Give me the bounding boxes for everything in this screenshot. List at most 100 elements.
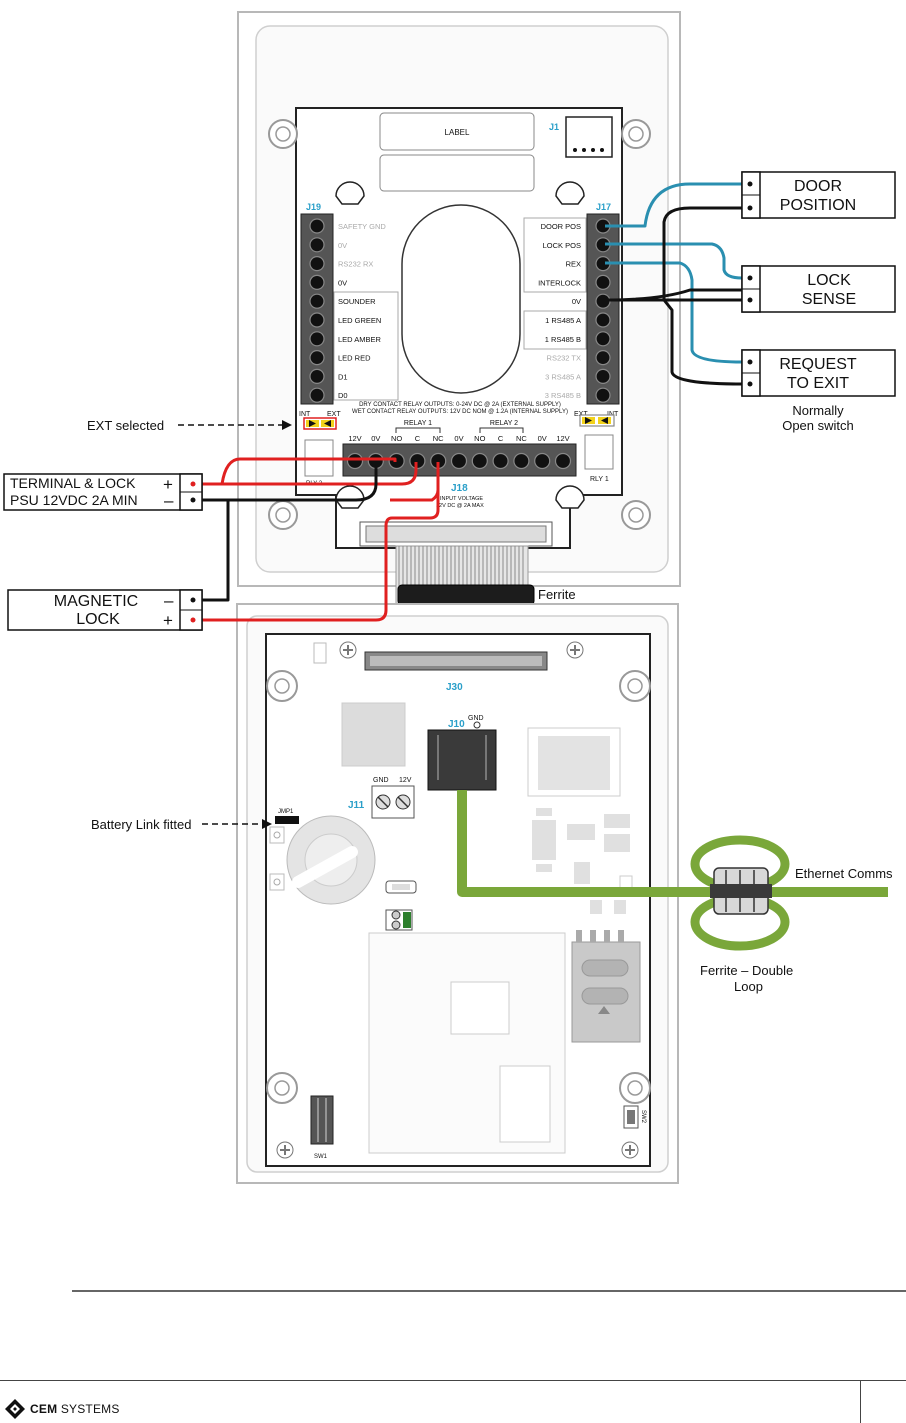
relay-note-wet: WET CONTACT RELAY OUTPUTS: 12V DC NOM @ … (352, 409, 568, 415)
ferrite-loop-line2: Loop (734, 979, 763, 994)
j19-terminal (309, 237, 325, 253)
footer-rule (0, 1380, 906, 1381)
jumper-ext-left: EXT (327, 411, 341, 418)
sw1-label: SW1 (314, 1154, 328, 1160)
j17-pin-label: 1 RS485 B (545, 335, 581, 344)
j18-pin-label: 12V (348, 434, 361, 443)
j1-label: J1 (549, 122, 559, 132)
field-wiring (193, 182, 743, 622)
j19-terminal (309, 256, 325, 272)
j19-pins: SAFETY GND 0V RS232 RX 0V SOUNDER LED GREEN LE… (309, 218, 386, 403)
j18-label: J18 (451, 483, 468, 494)
ribbon-ferrite (397, 584, 535, 606)
ext-jumper-left (303, 417, 337, 430)
ext-selected-text: EXT selected (87, 418, 164, 433)
j19-terminal (309, 331, 325, 347)
j19-pin-label: D1 (338, 372, 348, 381)
j18-terminal (450, 452, 468, 470)
cem-logo-icon (5, 1399, 25, 1419)
j19-pin-label: D0 (338, 391, 348, 400)
j17-terminal (595, 350, 611, 366)
door-position-line1: DOOR (794, 178, 842, 195)
brand-rest: SYSTEMS (57, 1402, 120, 1416)
rte-line1: REQUEST (779, 356, 857, 373)
j18-terminal (388, 452, 405, 470)
ethernet-cable: Ethernet Comms Ferrite – Double Loop (457, 790, 893, 994)
j18-pin-label: 12V (556, 434, 569, 443)
j19-terminal (309, 312, 325, 328)
j10-gnd-label: GND (468, 715, 484, 722)
j17-pin-label: DOOR POS (541, 222, 581, 231)
j19-pin-label: LED GREEN (338, 316, 381, 325)
psu-line1: TERMINAL & LOCK (10, 475, 136, 491)
j18-pin-label: NO (474, 434, 485, 443)
j18-pin-label: 0V (538, 434, 547, 443)
battery-link-callout: Battery Link fitted (91, 817, 272, 832)
footer-separator (860, 1380, 861, 1423)
j17-pin-label: REX (566, 260, 581, 269)
battery-link-text: Battery Link fitted (91, 817, 191, 832)
psu-plus: + (163, 475, 173, 494)
relay1-label: RELAY 1 (404, 420, 432, 427)
j18-terminal (513, 452, 530, 470)
brand-bold: CEM (30, 1402, 58, 1416)
j18-terminal (346, 452, 364, 470)
j17-terminal (595, 331, 611, 347)
j18-terminal (471, 452, 488, 470)
j17-pin-label: RS232 TX (547, 354, 581, 363)
j18-pin-label: NO (391, 434, 402, 443)
j17-pin-label: 0V (572, 297, 581, 306)
j17-pin-label: 3 RS485 B (545, 391, 581, 400)
j19-pin-label: LED AMBER (338, 335, 382, 344)
j18-pin-label: C (498, 434, 504, 443)
j19-pin-label: SAFETY GND (338, 222, 386, 231)
psu-box: TERMINAL & LOCK PSU 12VDC 2A MIN + – (3, 473, 203, 511)
j18-terminal (492, 452, 509, 470)
j19-pin-label: SOUNDER (338, 297, 376, 306)
label-box-text: LABEL (445, 128, 470, 137)
maglock-minus: – (164, 591, 174, 610)
j17-pin-label: 1 RS485 A (545, 316, 581, 325)
j19-pin-label: 0V (338, 278, 347, 287)
ext-selected-callout: EXT selected (87, 418, 292, 433)
j17-terminal (595, 368, 611, 384)
door-position-line2: POSITION (780, 197, 856, 214)
ferrite-callout: Ferrite (538, 587, 576, 602)
j10-label: J10 (448, 719, 465, 730)
j19-pin-label: LED RED (338, 354, 371, 363)
j17-pin-label: INTERLOCK (538, 278, 581, 287)
j19-terminal (309, 387, 325, 403)
rte-note-line2: Open switch (782, 418, 854, 433)
j11-gnd-label: GND (373, 777, 389, 784)
ferrite-loop-line1: Ferrite – Double (700, 963, 793, 978)
sw1-switch (310, 1095, 334, 1145)
sw2-label: SW2 (640, 1110, 646, 1124)
relay-note-dry: DRY CONTACT RELAY OUTPUTS: 0-24V DC @ 2A… (359, 402, 561, 408)
jumper-int-left: INT (299, 411, 311, 418)
j19-pin-label: 0V (338, 241, 347, 250)
door-position-sensor: DOOR POSITION (741, 171, 896, 219)
j30-label: J30 (446, 682, 463, 693)
brand-name: CEM SYSTEMS (30, 1402, 120, 1416)
lock-sense-line2: SENSE (802, 291, 856, 308)
lock-sense-line1: LOCK (807, 272, 851, 289)
request-to-exit-switch: REQUEST TO EXIT Normally Open switch (741, 349, 896, 433)
rly1-label: RLY 1 (590, 476, 609, 483)
j17-pin-label: LOCK POS (543, 241, 581, 250)
battery-link-jumper (275, 816, 299, 824)
j19-terminal (309, 368, 325, 384)
j18-pin-label: NC (433, 434, 444, 443)
lock-sense-sensor: LOCK SENSE (741, 265, 896, 313)
j19-pin-label: RS232 RX (338, 260, 373, 269)
j19-terminal (309, 293, 325, 309)
j18-pin-label: NC (516, 434, 527, 443)
j18-note-voltage: 12V DC @ 2A MAX (436, 503, 484, 509)
relay2-label: RELAY 2 (490, 420, 518, 427)
j18-terminal (534, 452, 551, 470)
j18-pin-label: 0V (371, 434, 380, 443)
j19-terminal (309, 218, 325, 234)
j11-label: J11 (348, 800, 365, 811)
ext-jumper-right (579, 414, 615, 427)
